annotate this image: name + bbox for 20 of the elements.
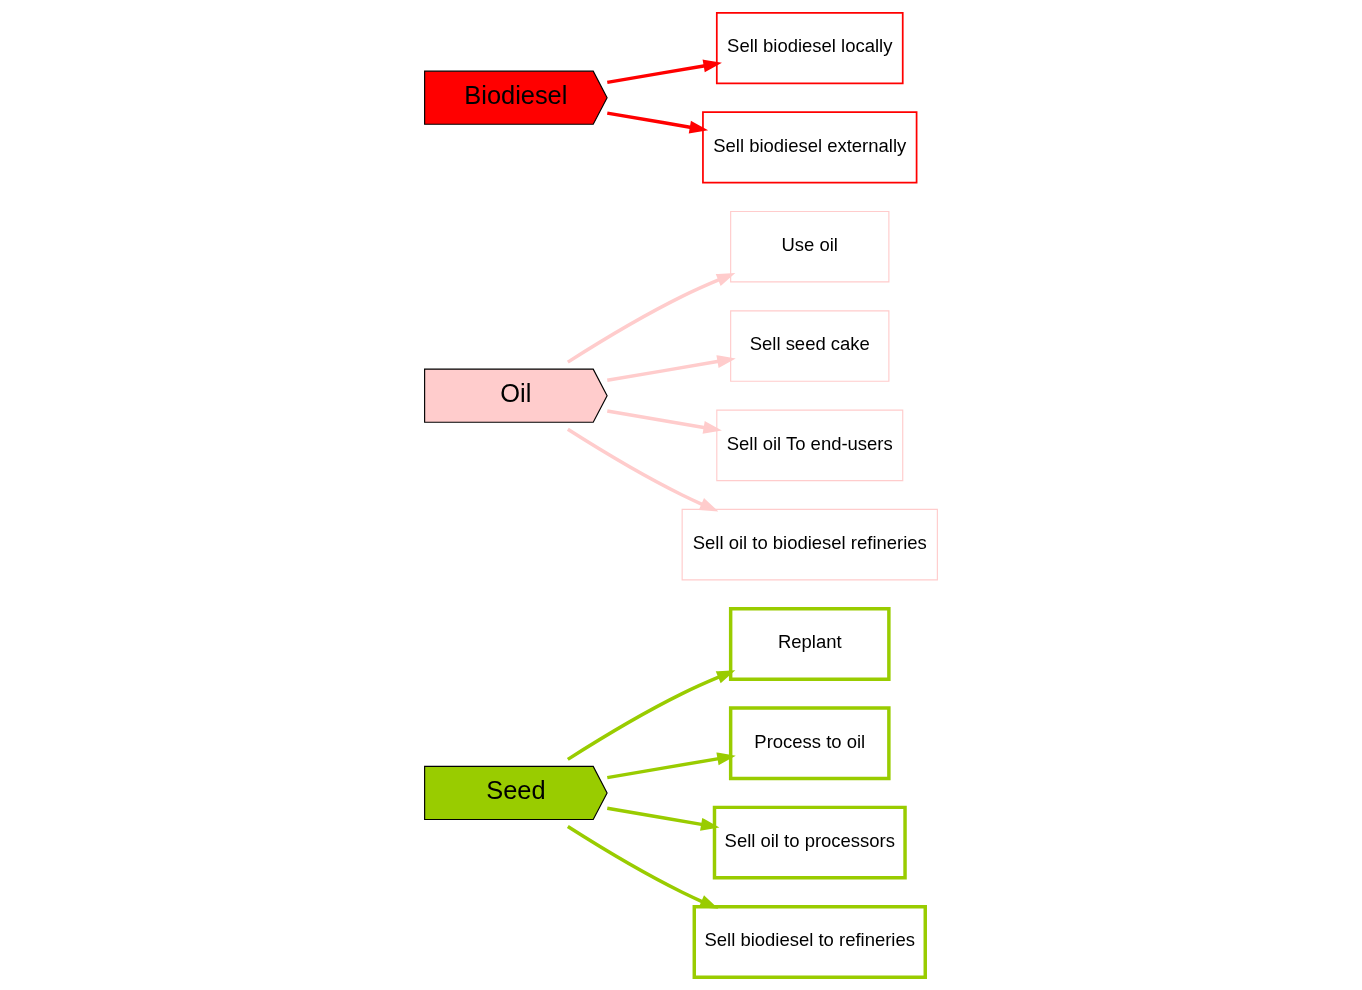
arrow <box>607 111 709 134</box>
arrow <box>606 752 736 780</box>
node-box: Sell biodiesel locally <box>715 11 904 85</box>
node-box: Sell oil To end-users <box>716 409 904 482</box>
node-box: Sell biodiesel externally <box>702 111 918 184</box>
node-box: Process to oil <box>728 706 891 781</box>
arrow <box>606 355 736 382</box>
node-box: Use oil <box>730 210 890 283</box>
node-box: Sell oil to biodiesel refineries <box>681 508 938 581</box>
arrow <box>566 273 736 364</box>
node-box: Sell oil to processors <box>712 805 907 880</box>
arrow <box>566 825 719 909</box>
node-box: Sell seed cake <box>730 310 890 382</box>
arrow <box>607 806 720 831</box>
arrow <box>606 409 722 434</box>
arrow <box>606 59 722 85</box>
arrow <box>566 427 719 512</box>
arrow <box>566 670 736 761</box>
node-box: Sell biodiesel to refineries <box>692 905 927 979</box>
node-box: Replant <box>728 607 891 681</box>
